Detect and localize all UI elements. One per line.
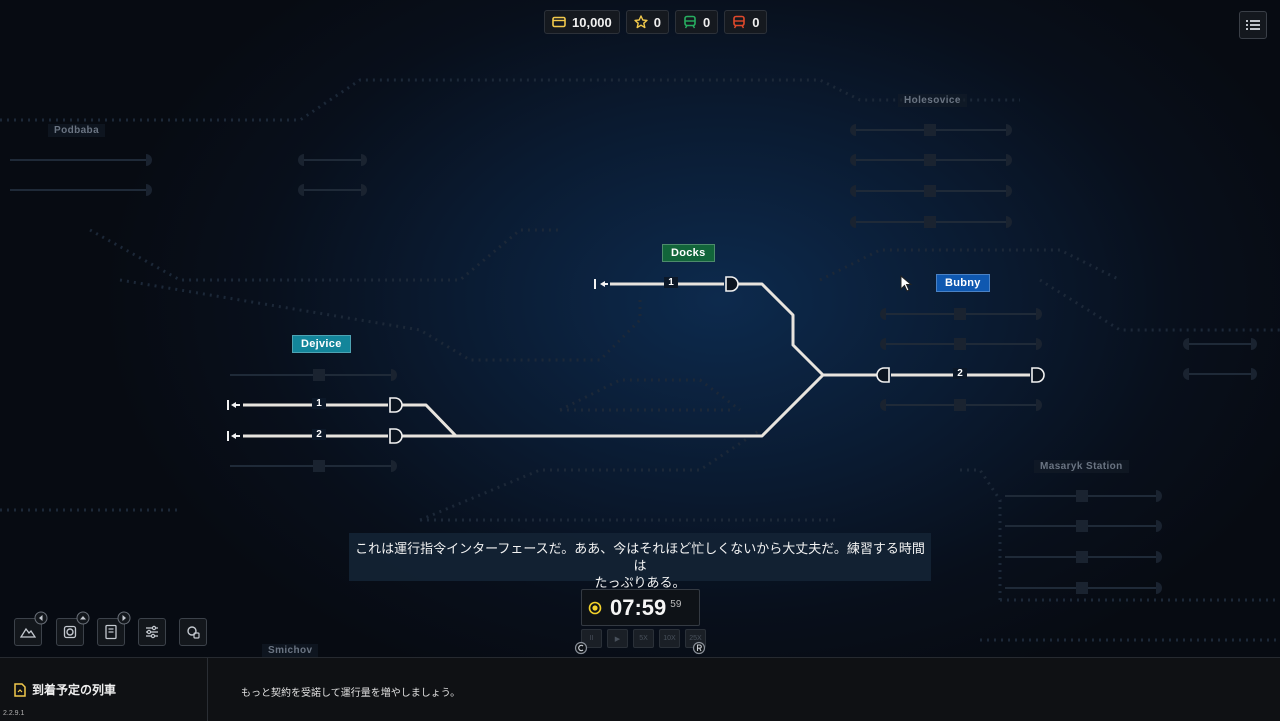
dejvice-crossover bbox=[402, 403, 458, 438]
train-icon bbox=[684, 15, 696, 29]
inactive-signals bbox=[146, 124, 1257, 594]
signal-bubny-2 bbox=[1031, 367, 1045, 383]
money-value: 10,000 bbox=[572, 14, 612, 30]
play-state-icon bbox=[588, 601, 602, 614]
key-hint-c-icon bbox=[574, 641, 588, 655]
play-button[interactable]: ▶ bbox=[607, 629, 628, 648]
speed-10x-button[interactable]: 10X bbox=[659, 629, 680, 648]
signal-docks-1 bbox=[725, 276, 739, 292]
active-signals bbox=[389, 276, 1045, 444]
station-label-smichov: Smichov bbox=[262, 644, 319, 657]
cog-hand-icon bbox=[187, 626, 200, 639]
speed-controls: II ▶ 5X 10X 25X bbox=[581, 629, 706, 648]
platform-number: 1 bbox=[312, 398, 326, 409]
star-value: 0 bbox=[653, 14, 661, 30]
clock-seconds: 59 bbox=[670, 599, 682, 610]
buffer-stops bbox=[227, 279, 608, 441]
settings-button[interactable] bbox=[138, 618, 166, 646]
station-label-podbaba: Podbaba bbox=[48, 124, 106, 137]
bottom-panel: 到着予定の列車 もっと契約を受諾して運行量を増やしましょう。 bbox=[0, 657, 1280, 721]
train-green-counter[interactable]: 0 bbox=[675, 10, 719, 34]
next-arrow-icon[interactable] bbox=[117, 611, 131, 625]
up-arrow-icon[interactable] bbox=[76, 611, 90, 625]
prev-arrow-icon[interactable] bbox=[34, 611, 48, 625]
platform-number: 1 bbox=[664, 277, 678, 288]
star-counter[interactable]: 0 bbox=[625, 10, 669, 34]
signal-dejvice-2 bbox=[389, 428, 403, 444]
station-label-holesovice: Holesovice bbox=[898, 94, 967, 107]
speed-5x-button[interactable]: 5X bbox=[633, 629, 654, 648]
cursor-icon bbox=[900, 275, 913, 292]
train-red-counter[interactable]: 0 bbox=[724, 10, 768, 34]
signal-bubny-entry bbox=[876, 367, 890, 383]
game-clock: 07:59 59 bbox=[581, 589, 700, 626]
controls-button[interactable] bbox=[179, 618, 207, 646]
signal-dejvice-1 bbox=[389, 397, 403, 413]
background-routes bbox=[0, 78, 1280, 642]
platform-number: 2 bbox=[953, 368, 967, 379]
platform-number: 2 bbox=[312, 429, 326, 440]
train-icon bbox=[733, 15, 746, 29]
menu-button[interactable] bbox=[1239, 11, 1267, 39]
dialogue-subtitle: これは運行指令インターフェースだ。ああ、今はそれほど忙しくないから大丈夫だ。練習… bbox=[349, 533, 931, 590]
star-icon bbox=[634, 15, 648, 29]
station-label-docks[interactable]: Docks bbox=[662, 244, 715, 262]
book-icon bbox=[105, 624, 117, 640]
main-line bbox=[402, 373, 825, 438]
sliders-icon bbox=[146, 625, 158, 639]
mountain-icon bbox=[20, 627, 36, 638]
dialogue-line-2: たっぷりある。 bbox=[594, 575, 686, 590]
train-green-value: 0 bbox=[703, 14, 711, 30]
clock-time: 07:59 bbox=[610, 594, 667, 620]
dialogue-line-1: これは運行指令インターフェースだ。ああ、今はそれほど忙しくないから大丈夫だ。練習… bbox=[355, 541, 925, 573]
arrivals-label: 到着予定の列車 bbox=[32, 683, 117, 697]
arrivals-tab[interactable]: 到着予定の列車 bbox=[0, 658, 208, 721]
resource-bar: 10,000 0 0 0 bbox=[544, 10, 768, 34]
document-icon bbox=[14, 682, 26, 697]
gear-icon bbox=[63, 625, 77, 639]
docks-connector bbox=[738, 282, 825, 377]
station-label-masaryk: Masaryk Station bbox=[1034, 460, 1129, 473]
station-label-dejvice[interactable]: Dejvice bbox=[292, 335, 351, 353]
train-red-value: 0 bbox=[752, 14, 760, 30]
active-tracks bbox=[243, 282, 1030, 438]
money-counter[interactable]: 10,000 bbox=[544, 10, 620, 34]
version-text: 2.2.9.1 bbox=[3, 710, 25, 717]
key-hint-r-icon bbox=[692, 641, 706, 655]
contract-hint: もっと契約を受諾して運行量を増やしましょう。 bbox=[241, 688, 461, 699]
station-label-bubny[interactable]: Bubny bbox=[936, 274, 990, 292]
wallet-icon bbox=[552, 16, 566, 28]
pause-button[interactable]: II bbox=[581, 629, 602, 648]
inactive-tracks bbox=[10, 129, 1255, 589]
list-icon bbox=[1246, 20, 1260, 30]
